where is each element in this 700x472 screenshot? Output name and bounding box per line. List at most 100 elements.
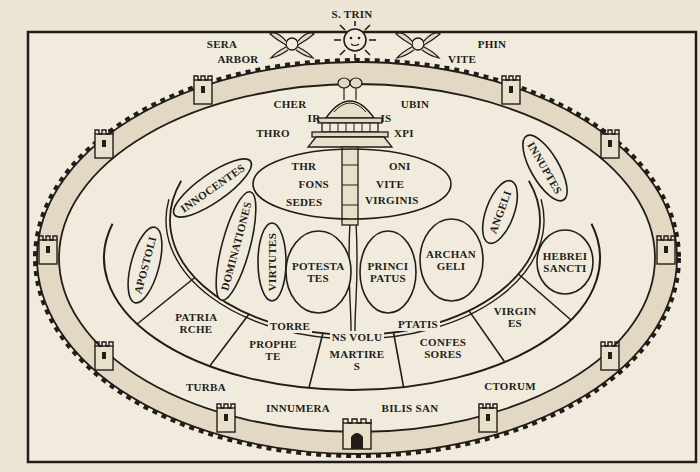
- text-column: PRINCI PATUS: [368, 260, 409, 284]
- text-column: POTESTA TES: [292, 260, 344, 284]
- choir-name: CONFES SORES: [420, 336, 466, 360]
- throne-tower: [318, 118, 382, 123]
- choir-name: HEBREI SANCTI: [543, 250, 588, 274]
- inscription-label: PTATIS: [396, 318, 440, 331]
- wall-towers: [194, 76, 212, 104]
- inscription-label: TURBA: [186, 381, 226, 394]
- choir-name: PATRIA RCHE: [175, 311, 217, 335]
- choir-name: FONS: [299, 178, 330, 190]
- segment-dividers: [309, 333, 323, 388]
- oval-outline: [476, 176, 525, 248]
- inscription-label: TORRE: [268, 320, 312, 333]
- text-column: VIRTUTES: [266, 233, 278, 291]
- inscription-label: BILIS SAN: [382, 402, 439, 415]
- seraph-figure: [270, 33, 440, 58]
- choir-segment: MARTIRE S: [327, 345, 388, 375]
- wall-towers: [39, 236, 57, 264]
- sun-trinity: [334, 21, 376, 60]
- throne-tower: [338, 78, 350, 88]
- seraph-figure: [412, 38, 424, 50]
- sun-trinity: [340, 25, 345, 30]
- platform-rim: [104, 224, 600, 390]
- seraph-figure: [397, 47, 414, 58]
- choir-name: PROPHE TE: [249, 338, 297, 362]
- choir-name: THR: [292, 160, 317, 172]
- oval-outline: [253, 149, 451, 219]
- city-wall: [35, 60, 679, 456]
- frame: [28, 32, 696, 462]
- choir-oval: VIRTUTES: [257, 222, 287, 302]
- city-wall: [35, 60, 679, 456]
- sun-trinity: [365, 25, 370, 30]
- inscription-label: IR: [308, 112, 321, 125]
- oval-outline: [286, 231, 351, 313]
- text-column: MARTIRE S: [330, 348, 385, 372]
- river-stream: [355, 222, 357, 335]
- sun-trinity: [340, 50, 345, 55]
- throne-tower: [342, 165, 358, 205]
- wall-towers: [479, 404, 497, 432]
- inscription-label: ARBOR: [217, 53, 258, 66]
- throne-tower: [342, 147, 358, 225]
- throne-tower: [350, 78, 362, 88]
- wall-towers: [657, 236, 675, 264]
- segment-dividers: [137, 274, 571, 388]
- sun-trinity: [369, 39, 376, 41]
- oval-outline: [360, 231, 416, 313]
- choir-name: VIRGIN ES: [494, 305, 537, 329]
- wall-towers: [217, 404, 235, 432]
- seraph-figure: [296, 47, 313, 58]
- choir-name: ARCHAN GELI: [426, 248, 476, 272]
- inscription-label: IS: [381, 112, 392, 125]
- choir-segment: PROPHE TE: [246, 335, 300, 365]
- oval-outline: [258, 223, 286, 301]
- text-column: CONFES SORES: [420, 336, 466, 360]
- wall-towers: [502, 76, 520, 104]
- platform-rim: [104, 224, 600, 390]
- inscription-label: VITE: [448, 53, 476, 66]
- inscription-label: THRO: [256, 127, 290, 140]
- wall-towers: [601, 130, 619, 158]
- seraph-figure: [286, 38, 298, 50]
- sun-trinity: [354, 54, 356, 60]
- wall-towers: [95, 342, 113, 370]
- seraph-figure: [396, 33, 412, 45]
- choir-name: SEDES: [286, 196, 322, 208]
- sun-trinity: [365, 50, 370, 55]
- choir-oval: POTESTA TES: [285, 230, 352, 314]
- text-column: PATRIA RCHE: [175, 311, 217, 335]
- wall-towers: [95, 130, 113, 158]
- segment-dividers: [469, 311, 505, 362]
- inscription-label: XPI: [394, 127, 414, 140]
- throne-tower: [322, 123, 378, 132]
- choir-name: PRINCI PATUS: [368, 260, 409, 284]
- oval-outline: [514, 129, 575, 207]
- oval-outline: [537, 230, 593, 294]
- throne-tower: [312, 132, 388, 137]
- inscription-label: PHIN: [478, 38, 507, 51]
- choir-name: VIRGINIS: [365, 194, 419, 206]
- seraph-figure: [424, 33, 440, 45]
- oval-outline: [121, 224, 168, 307]
- inscription-label: CHER: [274, 98, 307, 111]
- seraph-figure: [422, 47, 439, 58]
- inscription-label: CTORUM: [484, 380, 536, 393]
- text-column: ARCHAN GELI: [426, 248, 476, 272]
- choir-name: MARTIRE S: [330, 348, 385, 372]
- inscription-label: SERA: [207, 38, 238, 51]
- choir-name: VITE: [376, 178, 404, 190]
- inscription-label: INNUMERA: [266, 402, 330, 415]
- wall-towers: [601, 342, 619, 370]
- sun-trinity: [358, 37, 361, 40]
- choir-segment: VIRGIN ES: [491, 302, 540, 332]
- choir-oval: PRINCI PATUS: [359, 230, 417, 314]
- sun-trinity: [334, 21, 376, 60]
- sun-trinity: [351, 44, 359, 46]
- seraph-figure: [270, 33, 286, 45]
- sun-trinity: [344, 29, 366, 51]
- wall-towers: [39, 76, 675, 449]
- segment-dividers: [394, 333, 404, 388]
- frame: [28, 32, 696, 462]
